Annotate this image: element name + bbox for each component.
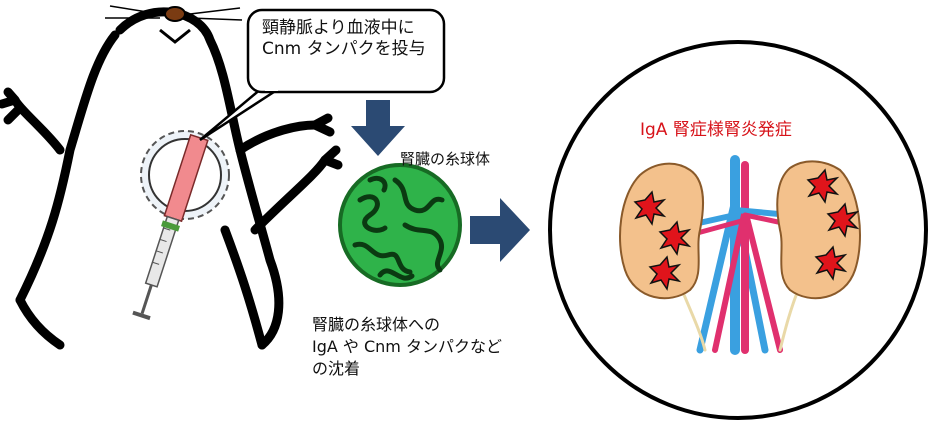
lesion-markers [633,168,860,291]
callout-text: 頸静脈より血液中に Cnm タンパクを投与 [262,18,426,61]
left-kidney-icon [619,162,704,300]
right-kidney-icon [776,160,861,300]
deposit-line-1: 腎臓の糸球体への [312,315,441,334]
callout-bubble [199,8,446,142]
rat-mouth-icon [159,28,191,44]
glomerulus-label: 腎臓の糸球体 [400,150,491,168]
deposit-description: 腎臓の糸球体への IgA や Cnm タンパクなど の沈着 [312,314,502,380]
syringe-icon [132,133,209,321]
glomerulus-icon [338,163,462,287]
rat-illustration [0,7,343,350]
callout-line-1: 頸静脈より血液中に [262,18,415,38]
callout-line-2: Cnm タンパクを投与 [262,39,426,60]
deposit-line-2: IgA や Cnm タンパクなど [312,337,502,356]
right-arrow-icon [470,198,530,262]
result-title: IgA 腎症様腎炎発症 [640,120,792,140]
rat-whiskers [105,5,243,21]
rat-nose-icon [164,6,186,22]
deposit-line-3: の沈着 [312,359,361,378]
down-arrow-icon [351,100,405,156]
